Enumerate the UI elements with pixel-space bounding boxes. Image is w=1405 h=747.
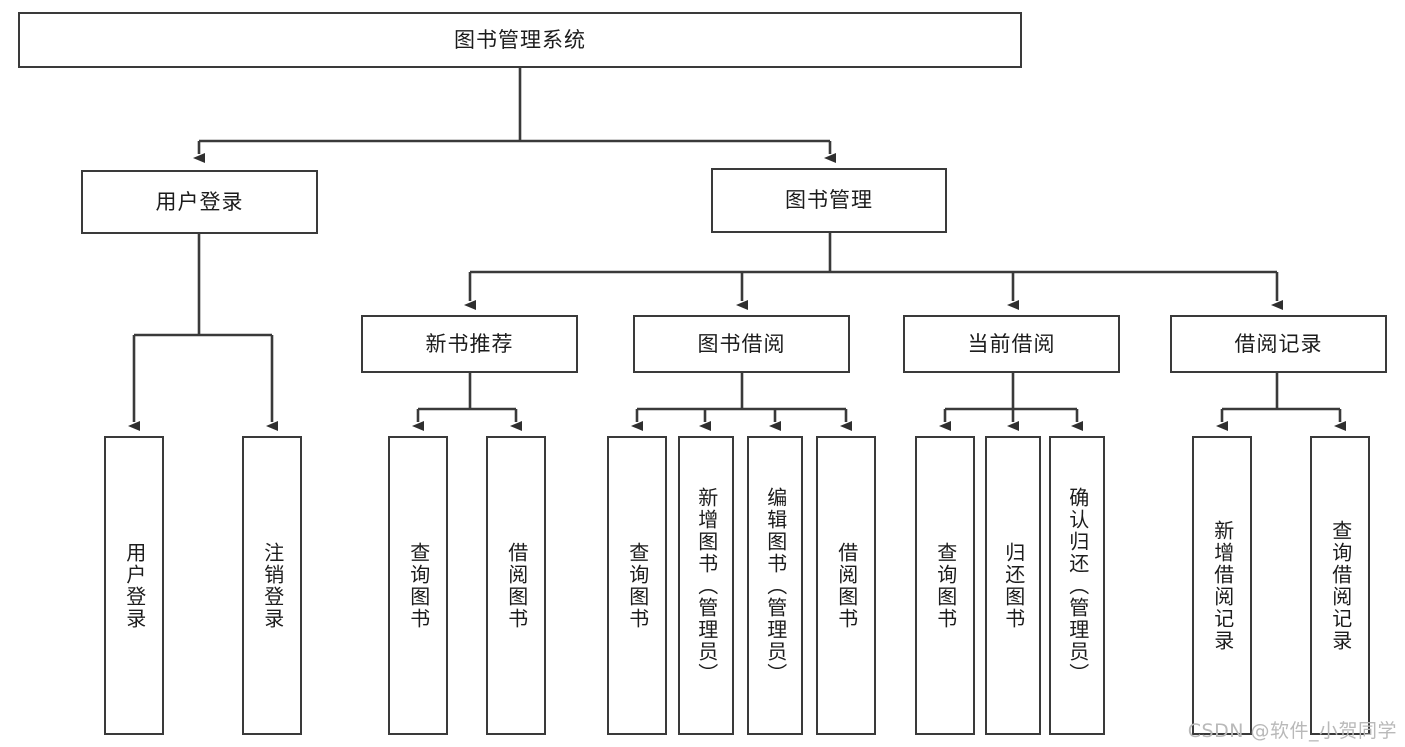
- node-borrow-record[interactable]: 借阅记录: [1170, 315, 1387, 373]
- node-root[interactable]: 图书管理系统: [18, 12, 1022, 68]
- node-user-login-label: 用户登录: [155, 189, 244, 214]
- node-book-manage-label: 图书管理: [785, 188, 873, 213]
- leaf-cb-query-book[interactable]: 查询图书: [915, 436, 975, 735]
- node-current-borrow-label: 当前借阅: [967, 331, 1056, 356]
- node-root-label: 图书管理系统: [454, 27, 586, 52]
- leaf-nbr-borrow-book-label: 借阅图书: [504, 541, 529, 630]
- leaf-bb-add-book[interactable]: 新增图书（管理员）: [678, 436, 734, 735]
- node-new-book-rec[interactable]: 新书推荐: [361, 315, 578, 373]
- leaf-nbr-query-book-label: 查询图书: [406, 541, 431, 630]
- leaf-bb-borrow-book-label: 借阅图书: [834, 541, 859, 630]
- leaf-user-logout[interactable]: 注销登录: [242, 436, 302, 735]
- node-current-borrow[interactable]: 当前借阅: [903, 315, 1120, 373]
- leaf-cb-return-book[interactable]: 归还图书: [985, 436, 1041, 735]
- leaf-bb-query-book[interactable]: 查询图书: [607, 436, 667, 735]
- node-book-manage[interactable]: 图书管理: [711, 168, 947, 233]
- leaf-cb-query-book-label: 查询图书: [933, 541, 958, 630]
- leaf-bb-query-book-label: 查询图书: [625, 541, 650, 630]
- leaf-user-logout-label: 注销登录: [260, 541, 285, 630]
- leaf-bb-edit-book[interactable]: 编辑图书（管理员）: [747, 436, 803, 735]
- leaf-cb-return-book-label: 归还图书: [1001, 541, 1026, 630]
- leaf-bb-add-book-label: 新增图书（管理员）: [694, 486, 719, 685]
- leaf-nbr-query-book[interactable]: 查询图书: [388, 436, 448, 735]
- node-new-book-rec-label: 新书推荐: [425, 331, 514, 356]
- watermark: CSDN @软件_小贺同学: [1187, 720, 1397, 742]
- leaf-user-login-label: 用户登录: [122, 541, 147, 630]
- leaf-br-add-record-label: 新增借阅记录: [1210, 519, 1235, 652]
- node-borrow-record-label: 借阅记录: [1234, 331, 1323, 356]
- leaf-user-login[interactable]: 用户登录: [104, 436, 164, 735]
- leaf-br-query-record-label: 查询借阅记录: [1328, 519, 1353, 652]
- leaf-bb-edit-book-label: 编辑图书（管理员）: [763, 486, 788, 685]
- leaf-cb-confirm-return-label: 确认归还（管理员）: [1065, 486, 1090, 685]
- node-user-login[interactable]: 用户登录: [81, 170, 318, 234]
- leaf-br-add-record[interactable]: 新增借阅记录: [1192, 436, 1252, 735]
- leaf-br-query-record[interactable]: 查询借阅记录: [1310, 436, 1370, 735]
- node-book-borrow-label: 图书借阅: [697, 331, 786, 356]
- node-book-borrow[interactable]: 图书借阅: [633, 315, 850, 373]
- leaf-nbr-borrow-book[interactable]: 借阅图书: [486, 436, 546, 735]
- leaf-bb-borrow-book[interactable]: 借阅图书: [816, 436, 876, 735]
- leaf-cb-confirm-return[interactable]: 确认归还（管理员）: [1049, 436, 1105, 735]
